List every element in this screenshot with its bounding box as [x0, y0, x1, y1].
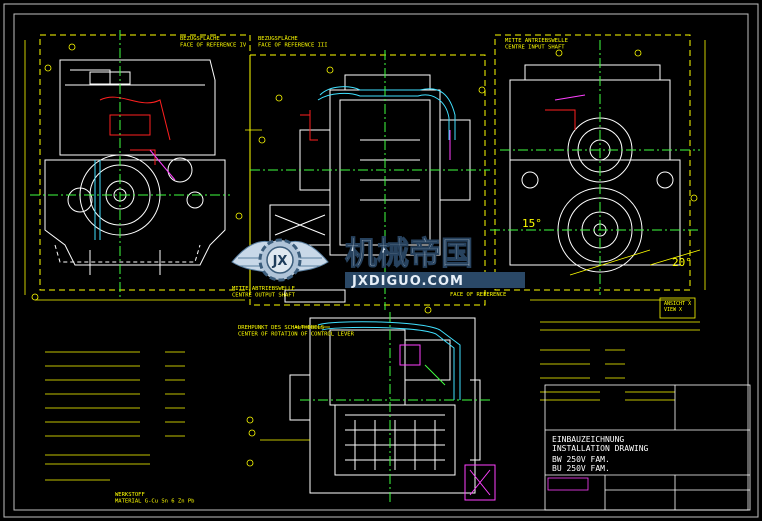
right-dimension-lines	[530, 40, 706, 301]
model-bu: BU 250V FAM.	[552, 464, 610, 473]
face-reference-lower-label: FACE OF REFERENCE	[450, 292, 506, 298]
drawing-border	[13, 13, 749, 511]
center-gearbox-view	[249, 50, 490, 310]
title-en: INSTALLATION DRAWING	[552, 444, 649, 453]
view-label-box	[659, 297, 696, 319]
right-gearbox-view	[490, 34, 700, 295]
right-notes-block	[540, 321, 700, 401]
winged-gear-logo-icon: JX	[231, 238, 329, 282]
lower-dimension-lines	[246, 306, 432, 467]
watermark-title-cn: 机械帝国	[345, 234, 473, 272]
left-notes-block	[45, 351, 185, 481]
angle-left-label: 15°	[522, 217, 542, 230]
watermark-site-bar	[345, 272, 525, 288]
angle-right-label: 20°	[672, 256, 692, 269]
drawing-frame	[3, 3, 759, 518]
left-gearbox-view	[30, 30, 251, 300]
model-bw: BW 250V FAM.	[552, 455, 610, 464]
left-dimension-lines	[24, 40, 245, 301]
logo-letters: JX	[272, 254, 288, 269]
lower-gearbox-view	[289, 312, 496, 505]
watermark: JX 机械帝国 JXDIGUO.COM	[231, 234, 525, 289]
center-dimension-lines	[235, 66, 486, 220]
title-de: EINBAUZEICHNUNG	[552, 435, 624, 444]
title-block	[544, 384, 751, 511]
watermark-site: JXDIGUO.COM	[351, 274, 464, 289]
